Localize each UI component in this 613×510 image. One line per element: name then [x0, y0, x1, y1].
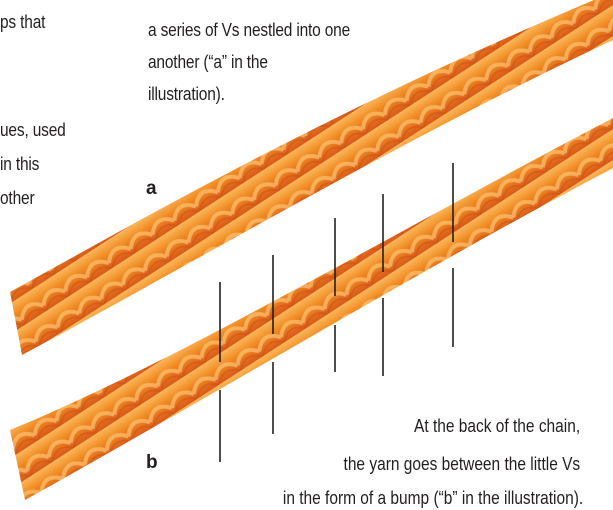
left-text-line: ues, used — [0, 120, 66, 140]
label-b: b — [146, 452, 158, 473]
intro-line: illustration). — [148, 84, 225, 104]
yarn-chain-b — [10, 118, 613, 500]
left-text-line: other — [0, 188, 35, 208]
indicator-lines — [219, 163, 454, 462]
left-text-line: in this — [0, 154, 40, 174]
intro-line: a series of Vs nestled into one — [148, 20, 351, 40]
left-text-line: ps that — [0, 12, 46, 32]
yarn-chain-a — [10, 0, 613, 355]
caption-line: in the form of a bump (“b” in the illust… — [282, 488, 583, 508]
label-a: a — [146, 178, 157, 199]
caption-line: At the back of the chain, — [413, 416, 580, 436]
caption-line: the yarn goes between the little Vs — [343, 454, 580, 474]
intro-paragraph: a series of Vs nestled into one another … — [148, 14, 350, 110]
intro-line: another (“a” in the — [148, 52, 268, 72]
